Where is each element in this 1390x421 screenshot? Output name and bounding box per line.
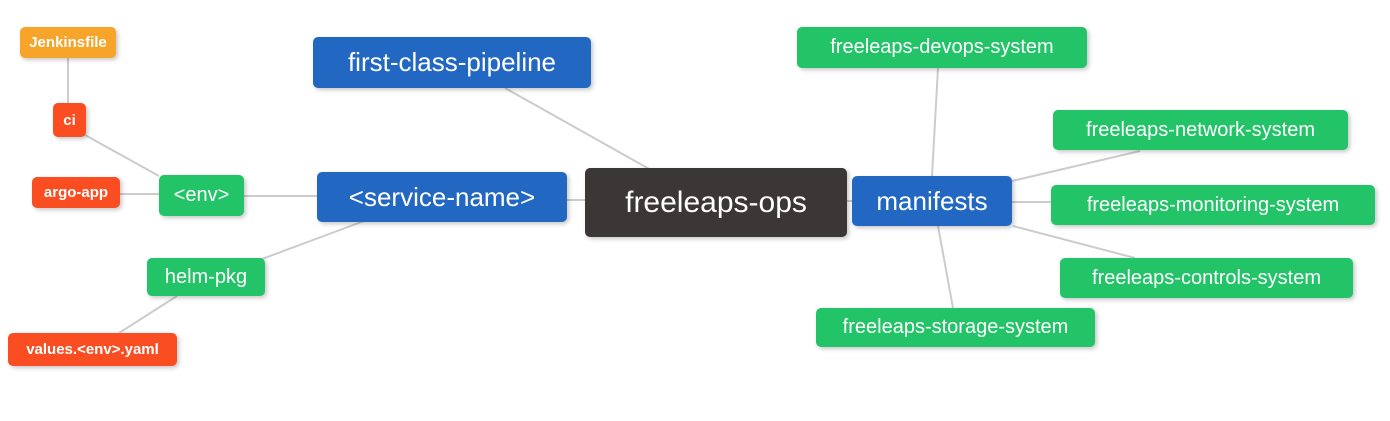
node-freeleaps-controls-system[interactable]: freeleaps-controls-system [1060,258,1353,298]
edge-pipeline-freeleaps-ops [504,87,652,171]
node-freeleaps-monitoring-system[interactable]: freeleaps-monitoring-system [1051,185,1375,225]
edge-manifests-controls [1012,225,1136,259]
node-jenkinsfile[interactable]: Jenkinsfile [20,27,116,58]
node-freeleaps-ops[interactable]: freeleaps-ops [585,168,847,237]
node-ci[interactable]: ci [53,103,86,137]
edge-manifests-devops [931,67,939,177]
node-freeleaps-devops-system[interactable]: freeleaps-devops-system [797,27,1087,68]
node-helm-pkg[interactable]: helm-pkg [147,258,265,296]
node-manifests[interactable]: manifests [852,176,1012,226]
edge-helm-pkg-service-name [261,220,365,260]
node-freeleaps-storage-system[interactable]: freeleaps-storage-system [816,308,1095,347]
node-first-class-pipeline[interactable]: first-class-pipeline [313,37,591,88]
node-service-name[interactable]: <service-name> [317,172,567,222]
edge-manifests-network [1011,150,1141,182]
node-values-env-yaml[interactable]: values.<env>.yaml [8,333,177,366]
edge-ci-env [84,134,160,177]
node-argo-app[interactable]: argo-app [32,177,120,208]
edge-values-helm-pkg [118,295,178,334]
node-freeleaps-network-system[interactable]: freeleaps-network-system [1053,110,1348,150]
node-env[interactable]: <env> [159,175,244,216]
edge-manifests-storage [937,225,954,309]
